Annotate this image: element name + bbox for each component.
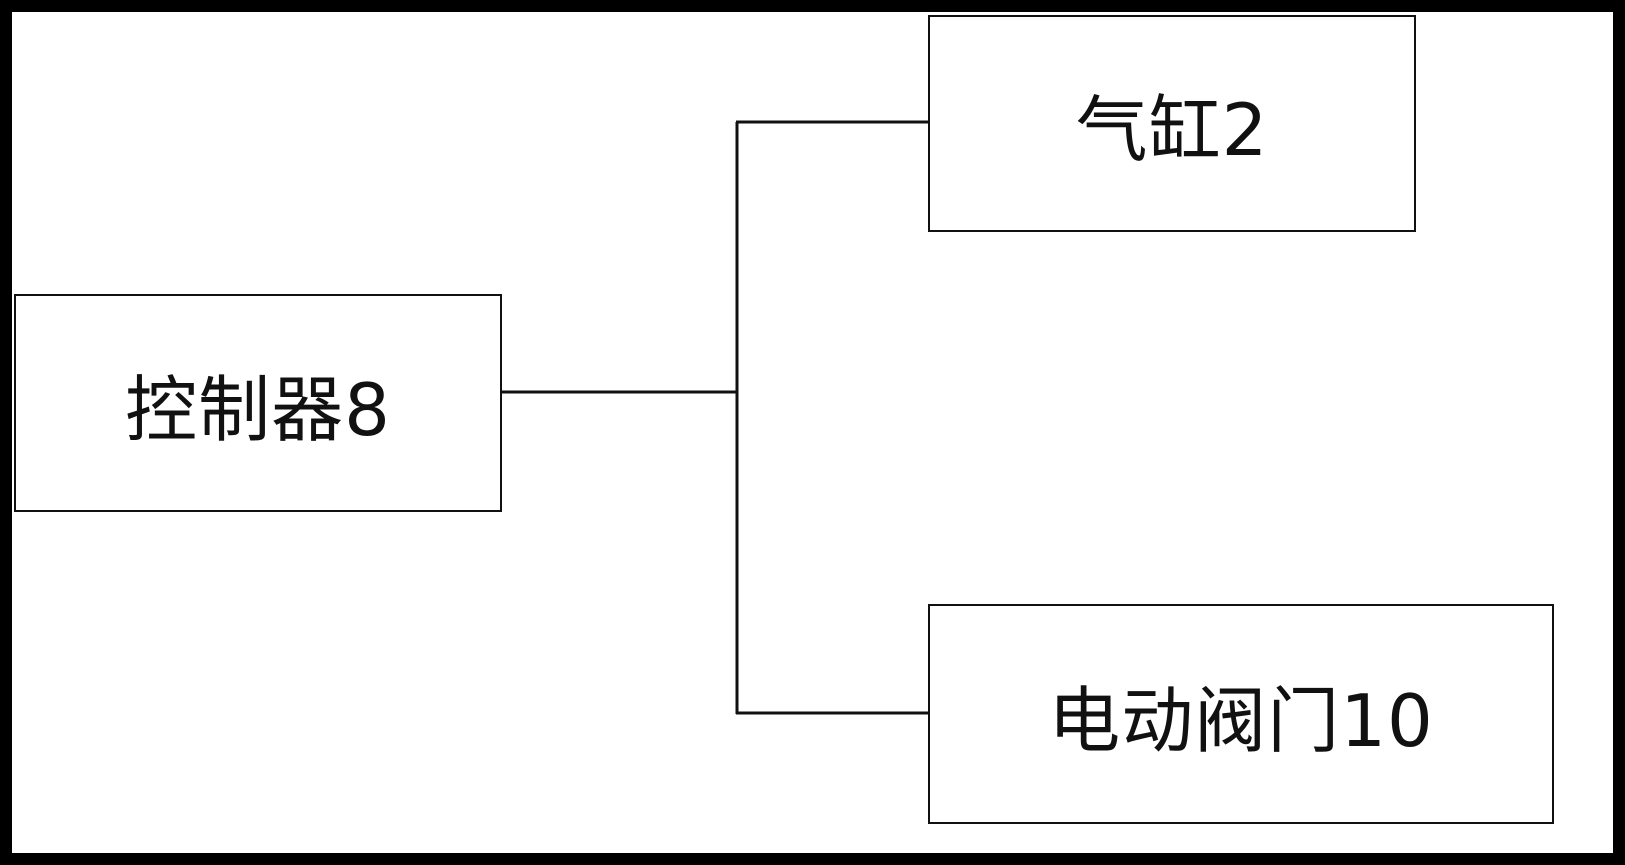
diagram-canvas: 控制器8 气缸2 电动阀门10: [12, 12, 1613, 853]
cylinder-block: 气缸2: [928, 15, 1416, 232]
electric-valve-block: 电动阀门10: [928, 604, 1554, 824]
controller-block: 控制器8: [14, 294, 502, 512]
cylinder-label: 气缸2: [1075, 88, 1269, 172]
electric-valve-label: 电动阀门10: [1048, 678, 1434, 763]
controller-label: 控制器8: [125, 367, 391, 452]
connector-lines: [502, 120, 930, 715]
